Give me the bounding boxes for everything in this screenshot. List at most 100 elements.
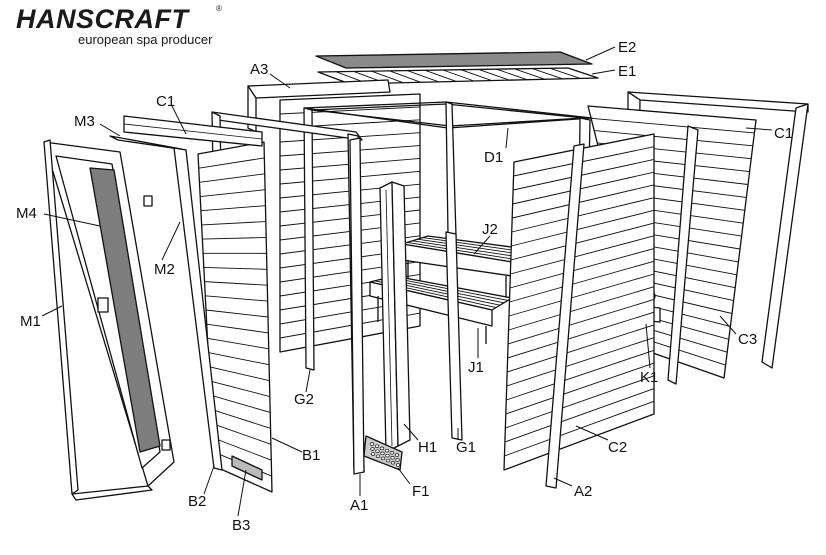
panel-c1-left	[123, 115, 263, 147]
label-m3: M3	[74, 113, 95, 130]
slat-line	[460, 69, 492, 81]
slat-line	[506, 337, 655, 387]
label-b3: B3	[232, 517, 250, 534]
slat-line	[532, 68, 563, 80]
post-a1	[349, 137, 365, 475]
slat-line	[507, 311, 655, 359]
slat-line	[509, 248, 655, 289]
vent-hole	[395, 458, 400, 462]
label-k1: K1	[640, 369, 658, 386]
vent-grille-f1	[363, 435, 403, 471]
door-m1	[43, 139, 175, 501]
slat-line	[512, 159, 655, 191]
slat-line	[646, 339, 726, 366]
vent-hole	[375, 449, 380, 453]
leader-lines	[41, 46, 773, 517]
roof-panel-e2	[315, 51, 593, 69]
vent-hole	[370, 452, 376, 456]
label-b2: B2	[188, 493, 206, 510]
front-wall-b1	[197, 141, 273, 493]
label-a2: A2	[574, 483, 592, 500]
brand-registered-mark: ®	[216, 4, 222, 13]
slat-line	[591, 117, 755, 134]
vent-hole	[374, 444, 380, 448]
slat-line	[205, 295, 268, 302]
vent-hole	[389, 451, 395, 455]
slat-line	[643, 326, 728, 353]
label-g2: G2	[294, 391, 314, 408]
slat-line	[507, 324, 655, 373]
label-g1: G1	[456, 439, 476, 456]
label-e2: E2	[618, 39, 636, 56]
slat-line	[279, 106, 421, 115]
slat-line	[207, 337, 269, 350]
label-e1: E1	[618, 63, 636, 80]
vent-hole	[385, 453, 390, 458]
callout-labels: E2 E1 A3 C1 C1 M3 D1 M4 J2 M2 M1 C3 J1 K…	[16, 39, 793, 534]
vent-hole	[369, 442, 375, 446]
slat-line	[512, 171, 655, 205]
slat-line	[511, 209, 655, 247]
label-c1-right: C1	[774, 125, 793, 142]
slat-line	[510, 235, 655, 275]
vent-hole	[380, 451, 385, 456]
slat-line	[508, 286, 655, 331]
brand-name: HANSCRAFT	[16, 4, 189, 34]
bench-slat-line	[407, 241, 517, 261]
slat-line	[513, 146, 655, 177]
slat-line	[212, 437, 272, 461]
slat-line	[206, 323, 269, 334]
slat-line	[209, 380, 270, 397]
label-m4: M4	[16, 205, 37, 222]
slat-line	[594, 130, 753, 147]
slat-line	[210, 394, 271, 413]
label-b1: B1	[302, 447, 320, 464]
bench-slat-line	[412, 240, 521, 258]
slat-line	[203, 267, 267, 270]
slat-line	[512, 184, 655, 219]
slat-line	[504, 400, 655, 457]
slat-line	[208, 366, 270, 382]
slat-line	[511, 197, 655, 233]
vent-hole	[379, 446, 385, 451]
label-d1: D1	[484, 149, 503, 166]
label-c3: C3	[738, 331, 757, 348]
slat-line	[200, 189, 266, 197]
front-wall-c2	[503, 133, 655, 471]
label-c2: C2	[608, 439, 627, 456]
slat-line	[442, 69, 475, 82]
slat-line	[508, 273, 655, 317]
label-c1-left: C1	[156, 93, 175, 110]
slat-line	[123, 123, 263, 140]
slat-line	[496, 68, 528, 81]
label-j2: J2	[482, 221, 498, 238]
slat-line	[504, 388, 655, 443]
slat-line	[211, 423, 272, 445]
slat-line	[510, 222, 655, 261]
vent-hole	[385, 458, 391, 463]
door-post-h1	[379, 181, 411, 453]
label-m2: M2	[154, 261, 175, 278]
slat-line	[371, 70, 404, 84]
slat-line	[208, 352, 270, 366]
vent-hole	[375, 454, 381, 458]
bench-slat-line	[417, 238, 526, 256]
door-frame-m3	[109, 135, 223, 471]
vent-hole	[390, 461, 396, 465]
slat-line	[424, 69, 457, 82]
slat-line	[506, 349, 655, 401]
slat-line	[199, 173, 265, 183]
vent-hole	[384, 448, 390, 453]
slat-line	[509, 260, 655, 303]
label-a1: A1	[350, 497, 368, 514]
brand-logo: HANSCRAFT ® european spa producer	[16, 4, 222, 47]
slat-line	[201, 221, 266, 226]
vent-hole	[370, 447, 375, 451]
slat-line	[204, 281, 268, 286]
slat-line	[549, 67, 581, 79]
label-h1: H1	[418, 439, 437, 456]
label-m1: M1	[20, 313, 41, 330]
slat-line	[407, 70, 439, 83]
vent-hole	[380, 456, 386, 461]
